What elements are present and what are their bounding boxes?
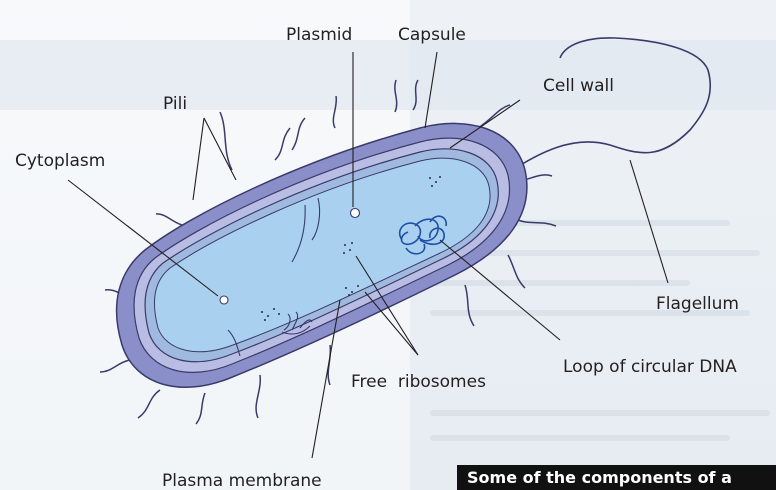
- flagellum-label: Flagellum: [656, 294, 739, 314]
- plasmid-label: Plasmid: [286, 25, 352, 45]
- plasmid-circle: [351, 209, 360, 218]
- plasmid-circle: [220, 296, 228, 304]
- plasma-membrane-label: Plasma membrane: [162, 471, 322, 490]
- free-ribosomes-label: Free ribosomes: [351, 372, 486, 392]
- cytoplasm-label: Cytoplasm: [15, 151, 105, 171]
- pili-label: Pili: [163, 94, 187, 114]
- capsule-label: Capsule: [398, 25, 466, 45]
- loop-of-circular-dna-label: Loop of circular DNA: [563, 357, 737, 377]
- cell-wall-label: Cell wall: [543, 76, 614, 96]
- figure-caption: Some of the components of a: [457, 465, 776, 490]
- flagellum: [498, 38, 710, 180]
